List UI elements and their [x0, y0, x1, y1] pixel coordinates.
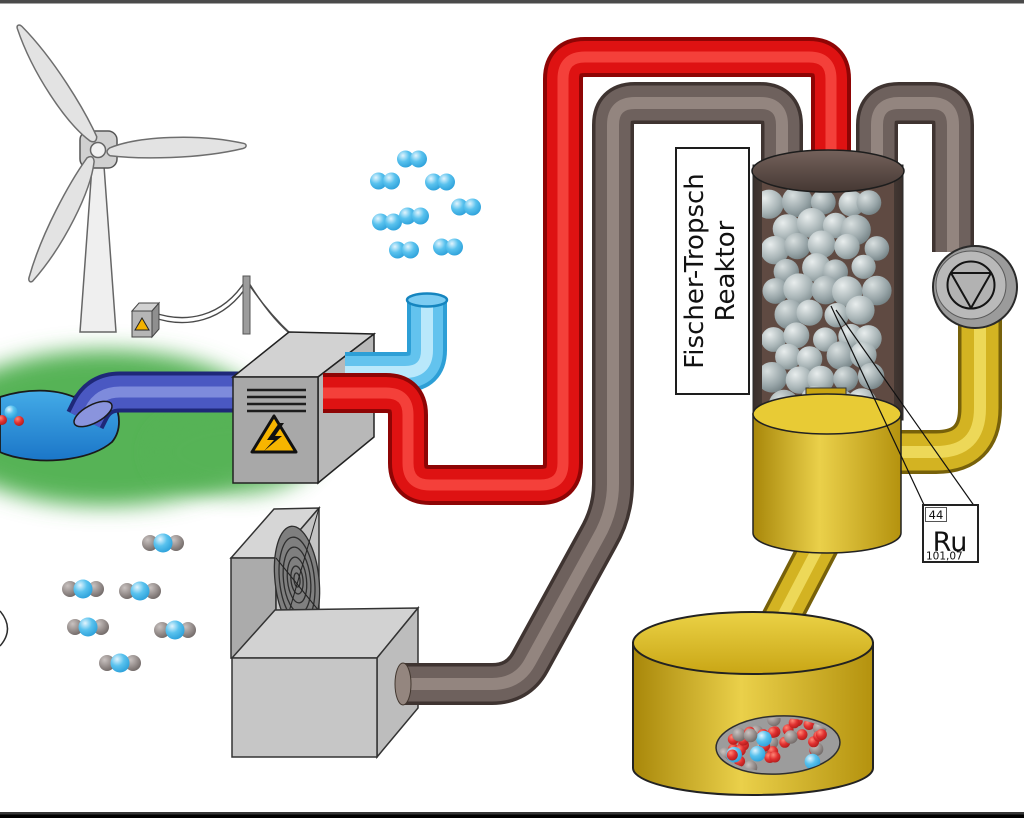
- catalyst-sphere: [857, 362, 885, 390]
- red-atom: [726, 749, 738, 761]
- catalyst-spheres: [762, 186, 892, 416]
- catalyst-sphere: [783, 322, 810, 349]
- blue-atom: [749, 745, 766, 762]
- catalyst-sphere: [845, 295, 875, 325]
- reactor-label-line1: Fischer-Tropsch: [680, 173, 710, 369]
- red-atom: [788, 718, 800, 729]
- blue-atom: [804, 753, 821, 770]
- catalyst-sphere: [810, 189, 836, 215]
- pipe-opening: [405, 292, 449, 308]
- callout-line: [835, 309, 976, 508]
- catalyst-sphere: [762, 327, 786, 352]
- pipe-opening: [73, 400, 113, 428]
- h2-molecule: [399, 207, 429, 225]
- catalyst-sphere: [834, 233, 860, 260]
- water-intake-pipe: [70, 392, 240, 432]
- water-molecule-group: [0, 405, 24, 426]
- catalyst-sphere: [783, 273, 815, 305]
- power-pole: [242, 275, 251, 335]
- reactor-label: Fischer-Tropsch Reaktor: [675, 147, 750, 395]
- top-border-bar: [0, 0, 1024, 4]
- co2-molecule: [67, 617, 109, 637]
- red-atom: [815, 729, 827, 740]
- catalyst-sphere: [762, 278, 789, 304]
- product-barrel: [632, 611, 874, 796]
- h2-molecule: [451, 198, 481, 216]
- callout-line: [830, 305, 926, 508]
- co2-molecule: [142, 533, 184, 553]
- pipe-opening: [394, 662, 412, 706]
- gray-atom: [732, 727, 746, 742]
- catalyst-sphere: [785, 366, 814, 394]
- catalyst-sphere: [864, 236, 890, 261]
- reactor-label-line2: Reaktor: [711, 220, 741, 321]
- product-vessel: [752, 387, 902, 554]
- oxygen-vent-pipe: [345, 292, 449, 373]
- product-pipe-pump: [893, 318, 980, 452]
- co2-molecules: [62, 533, 196, 673]
- blue-atom: [756, 730, 772, 747]
- power-lines: [151, 279, 295, 338]
- pump-icon: [946, 260, 996, 310]
- gray-atom: [767, 718, 781, 727]
- element-symbol: Ru: [933, 527, 968, 558]
- atomic-number: 44: [929, 508, 944, 522]
- h2-molecule: [397, 150, 427, 168]
- catalyst-sphere: [796, 299, 823, 326]
- catalyst-sphere: [796, 346, 823, 372]
- catalyst-sphere: [762, 362, 788, 393]
- co2-molecule: [99, 653, 141, 673]
- air-capture-unit: [229, 505, 420, 760]
- bottom-border-bar: [0, 814, 1024, 818]
- h2-molecule: [389, 241, 419, 259]
- catalyst-sphere: [856, 190, 882, 216]
- co2-pipe: [394, 103, 782, 706]
- co2-molecule: [62, 579, 104, 599]
- catalyst-sphere: [784, 232, 811, 260]
- catalyst-sphere: [811, 275, 840, 305]
- catalyst-sphere: [762, 236, 789, 265]
- catalyst-sphere: [807, 365, 835, 393]
- ru-element-tile: 44 Ru 101,07: [922, 504, 979, 563]
- h2-molecule: [372, 213, 402, 231]
- catalyst-sphere: [833, 366, 859, 392]
- turbine-hub: [89, 141, 107, 159]
- h2-molecule: [425, 173, 455, 191]
- pump: [932, 245, 1018, 329]
- catalyst-sphere: [851, 254, 876, 279]
- turbine-blades: [9, 18, 248, 287]
- h2-molecules: [370, 150, 481, 259]
- vent-grille: [247, 388, 306, 413]
- ru-callout: 44 Ru 101,07: [830, 305, 979, 563]
- wind-turbine: [9, 18, 248, 333]
- water-molecule: [0, 405, 24, 426]
- catalyst-sphere: [762, 189, 784, 219]
- warning-triangle-icon: [134, 317, 150, 331]
- atomic-mass: 101,07: [926, 551, 963, 563]
- fischer-tropsch-reactor: [752, 164, 904, 421]
- co2-molecule: [119, 581, 161, 601]
- edge-arc: [0, 610, 9, 647]
- gray-atom: [784, 730, 798, 744]
- reactor-top-cap: [751, 149, 905, 193]
- transformer-box: [130, 301, 161, 339]
- h2-molecule: [433, 238, 463, 256]
- catalyst-sphere: [824, 303, 849, 328]
- catalyst-sphere: [807, 230, 836, 259]
- catalyst-sphere: [826, 341, 856, 370]
- lightning-bolt-icon: [264, 423, 284, 451]
- red-atom: [796, 729, 808, 741]
- catalyst-sphere: [781, 186, 813, 218]
- h2-molecule: [370, 172, 400, 190]
- co2-molecule: [154, 620, 196, 640]
- red-atom: [769, 751, 781, 763]
- fan-icon: [273, 525, 321, 635]
- gray-atom: [743, 728, 758, 743]
- catalyst-sphere: [862, 275, 892, 306]
- catalyst-sphere: [775, 343, 801, 370]
- bottom-divider: [0, 812, 1024, 815]
- catalyst-sphere: [796, 208, 827, 238]
- catalyst-sphere: [774, 299, 805, 330]
